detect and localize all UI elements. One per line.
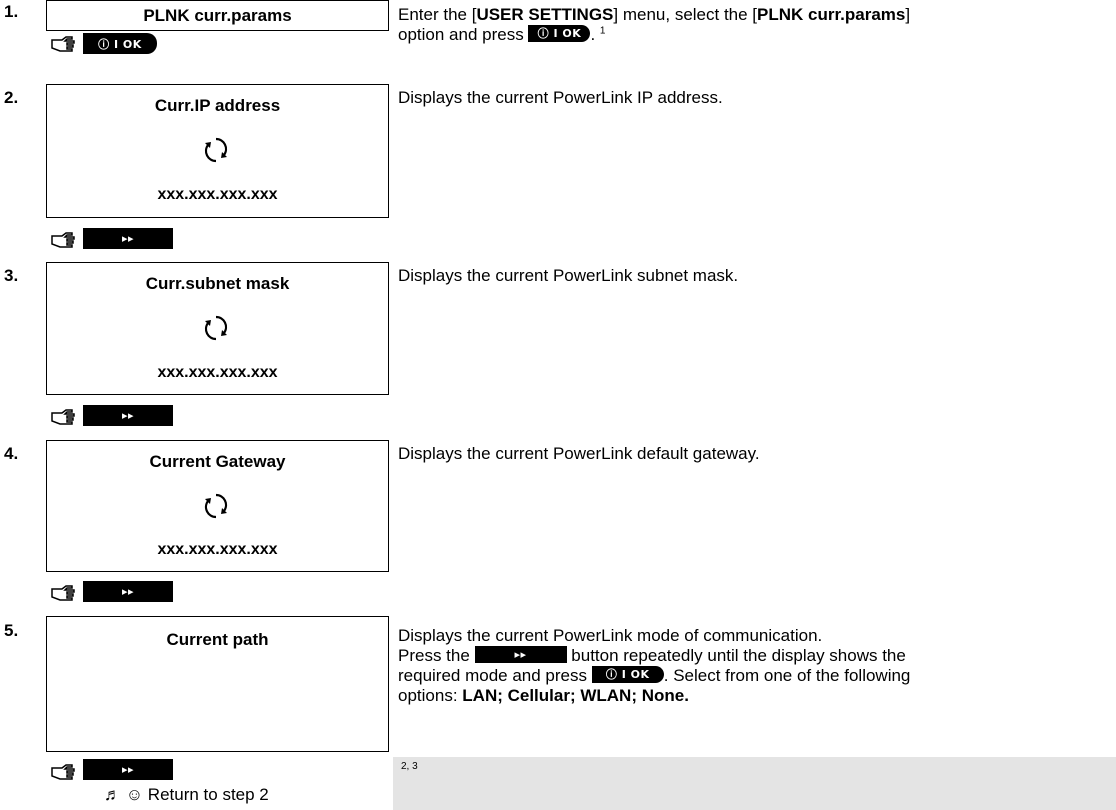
display-title: Curr.subnet mask [145,274,290,293]
pointing-hand-icon [50,407,78,427]
display-title: PLNK curr.params [143,6,292,25]
cycle-arrows-icon [202,493,230,519]
display-box: Current path [46,616,389,752]
cycle-arrows-icon [202,315,230,341]
next-key-icon: ▸▸ [83,759,173,780]
footnote-refs: 2, 3 [401,761,418,772]
display-title: Current Gateway [149,452,286,471]
display-box: Curr.subnet mask xxx.xxx.xxx.xxx [46,262,389,395]
return-to-step-note: ♬ ☺ Return to step 2 [104,785,269,804]
step-number: 5. [4,621,19,640]
display-box: Curr.IP address xxx.xxx.xxx.xxx [46,84,389,218]
step-description: Displays the current PowerLink mode of c… [398,626,911,705]
pointing-hand-icon [50,583,78,603]
step-description: Displays the current PowerLink IP addres… [398,88,723,107]
step-description: Displays the current PowerLink default g… [398,444,760,463]
footnote-band: 2, 3 [393,757,1116,810]
step-number: 1. [4,2,19,21]
step-description: Displays the current PowerLink subnet ma… [398,266,739,285]
next-key-icon: ▸▸ [83,228,173,249]
cycle-arrows-icon [202,137,230,163]
ok-key-icon: ⓘ I OK [83,33,157,54]
display-title: Current path [166,630,269,649]
step-description: Enter the [USER SETTINGS] menu, select t… [398,5,911,44]
step-number: 3. [4,266,19,285]
display-title: Curr.IP address [154,96,281,115]
display-value: xxx.xxx.xxx.xxx [157,364,278,381]
step-number: 2. [4,88,19,107]
pointing-hand-icon [50,34,78,54]
pointing-hand-icon [50,762,78,782]
ok-key-icon: ⓘ I OK [591,666,664,684]
display-box: Current Gateway xxx.xxx.xxx.xxx [46,440,389,572]
display-value: xxx.xxx.xxx.xxx [157,186,278,203]
pointing-hand-icon [50,230,78,250]
next-key-icon: ▸▸ [474,646,567,664]
next-key-icon: ▸▸ [83,581,173,602]
next-key-icon: ▸▸ [83,405,173,426]
display-box: PLNK curr.params [46,0,389,31]
step-number: 4. [4,444,19,463]
ok-key-icon: ⓘ I OK [528,25,591,43]
display-value: xxx.xxx.xxx.xxx [157,541,278,558]
